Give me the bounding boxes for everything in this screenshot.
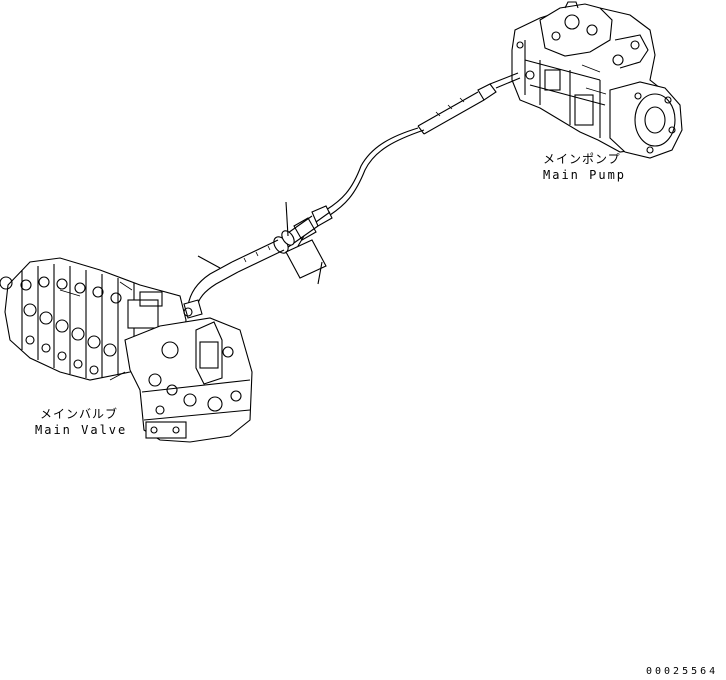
- main-pump-illustration: [511, 1, 683, 159]
- pilot-hose-assembly: [183, 72, 521, 319]
- main-pump-label-en: Main Pump: [543, 168, 627, 182]
- main-valve-label-en: Main Valve: [35, 423, 128, 437]
- main-pump-label-jp: メインポンプ: [543, 152, 621, 166]
- drawing-number: 00025564: [646, 666, 719, 677]
- main-valve-label-jp: メインバルブ: [40, 407, 119, 421]
- main-valve-illustration: [0, 257, 253, 443]
